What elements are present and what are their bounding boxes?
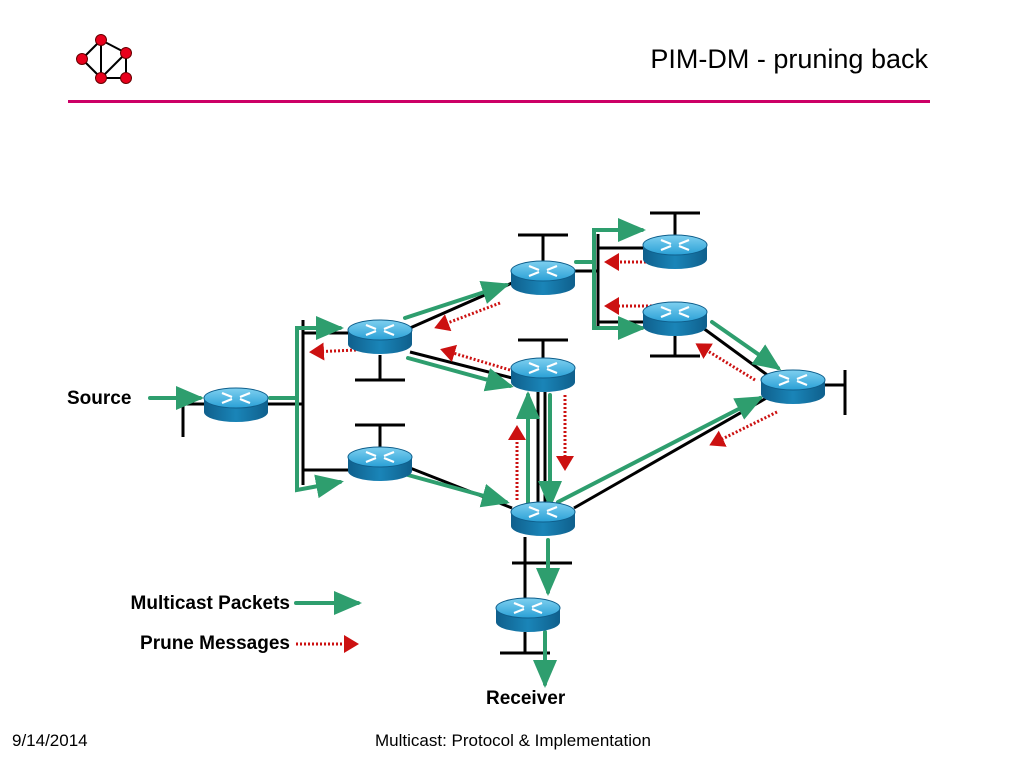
router-icon [510, 357, 576, 392]
legend-multicast-label: Multicast Packets [130, 593, 290, 614]
slide-title: PIM-DM - pruning back [650, 44, 928, 74]
title-divider [68, 100, 930, 103]
legend-prune-label: Prune Messages [140, 633, 290, 654]
footer-date: 9/14/2014 [12, 731, 88, 750]
router-icon [642, 234, 708, 269]
router-icon [510, 260, 576, 295]
network-logo-icon [76, 34, 132, 84]
router-icon [495, 597, 561, 632]
router-icon [347, 446, 413, 481]
footer-title: Multicast: Protocol & Implementation [375, 731, 651, 750]
multicast-paths [148, 218, 782, 688]
source-label: Source [67, 388, 132, 409]
routers [203, 234, 826, 632]
router-icon [203, 387, 269, 422]
router-icon [760, 369, 826, 404]
router-icon [642, 301, 708, 336]
receiver-label: Receiver [486, 688, 566, 709]
router-icon [510, 501, 576, 536]
router-icon [347, 319, 413, 354]
